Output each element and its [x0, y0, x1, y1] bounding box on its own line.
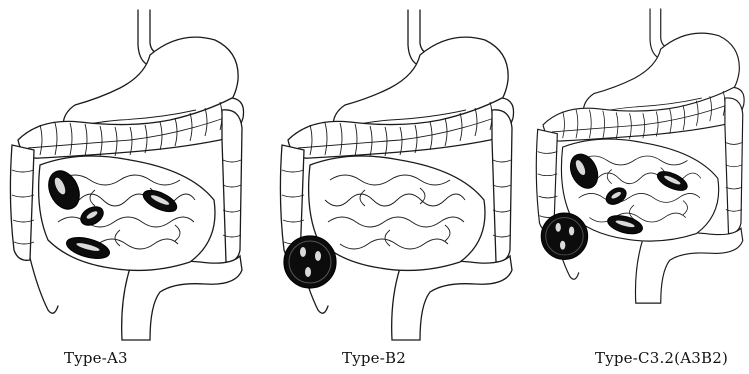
abdomen-illustration-b2 — [270, 0, 519, 345]
abdomen-illustration-a3 — [0, 0, 249, 345]
panel-type-b2: Type-B2 — [270, 0, 519, 374]
caption-type-c32: Type-C3.2(A3B2) — [595, 349, 728, 367]
caption-type-b2: Type-B2 — [342, 349, 406, 367]
hernia-sac — [284, 236, 336, 288]
hernia-sac — [541, 213, 587, 259]
panel-type-c32: Type-C3.2(A3B2) — [527, 0, 749, 374]
panel-type-a3: Type-A3 — [0, 0, 249, 374]
caption-type-a3: Type-A3 — [64, 349, 128, 367]
abdomen-illustration-c32 — [527, 0, 749, 345]
